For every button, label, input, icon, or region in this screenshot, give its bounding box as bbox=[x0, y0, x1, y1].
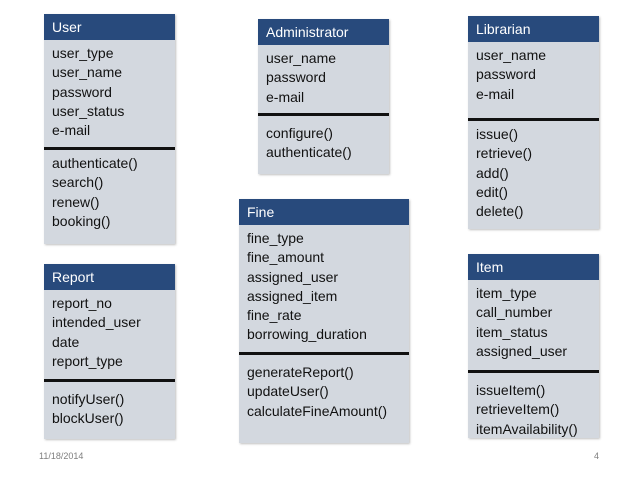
attribute: report_type bbox=[52, 352, 123, 369]
attribute: assigned_user bbox=[476, 342, 568, 359]
method: generateReport() bbox=[247, 364, 354, 380]
divider bbox=[258, 113, 389, 116]
attribute-list: fine_type fine_amount assigned_user assi… bbox=[239, 225, 409, 352]
method: renew() bbox=[52, 193, 100, 210]
class-title: User bbox=[44, 14, 175, 40]
attribute: assigned_item bbox=[247, 287, 338, 304]
attribute: borrowing_duration bbox=[247, 326, 367, 343]
method: itemAvailability() bbox=[476, 420, 578, 437]
method-list: generateReport() updateUser() calculateF… bbox=[239, 355, 409, 421]
method: notifyUser() bbox=[52, 391, 125, 407]
method: updateUser() bbox=[247, 383, 329, 400]
method-list: issueItem() retrieveItem() itemAvailabil… bbox=[468, 373, 599, 439]
method: retrieve() bbox=[476, 145, 533, 162]
class-administrator: Administrator user_name password e-mail … bbox=[258, 19, 389, 174]
attribute: user_status bbox=[52, 102, 125, 119]
class-report: Report report_no intended_user date repo… bbox=[44, 264, 175, 439]
method: edit() bbox=[476, 183, 508, 200]
attribute: fine_amount bbox=[247, 249, 325, 266]
attribute: fine_rate bbox=[247, 307, 302, 324]
attribute: call_number bbox=[476, 304, 553, 321]
attribute: report_no bbox=[52, 295, 112, 311]
method-list: authenticate() search() renew() booking(… bbox=[44, 150, 175, 231]
divider bbox=[468, 370, 599, 373]
divider bbox=[44, 147, 175, 150]
divider bbox=[468, 118, 599, 121]
method: delete() bbox=[476, 203, 524, 220]
attribute: item_status bbox=[476, 323, 548, 340]
class-fine: Fine fine_type fine_amount assigned_user… bbox=[239, 199, 409, 443]
class-title: Administrator bbox=[258, 19, 389, 45]
divider bbox=[44, 379, 175, 382]
attribute-list: user_name password e-mail bbox=[468, 42, 599, 118]
attribute: e-mail bbox=[266, 88, 305, 105]
method: booking() bbox=[52, 212, 111, 229]
attribute: intended_user bbox=[52, 314, 141, 331]
class-item: Item item_type call_number item_status a… bbox=[468, 254, 599, 438]
attribute: e-mail bbox=[52, 122, 91, 139]
attribute-list: report_no intended_user date report_type bbox=[44, 290, 175, 379]
attribute: password bbox=[266, 69, 326, 86]
attribute: password bbox=[52, 83, 112, 100]
method: retrieveItem() bbox=[476, 401, 560, 418]
class-user: User user_type user_name password user_s… bbox=[44, 14, 175, 244]
attribute: user_type bbox=[52, 45, 114, 61]
method: calculateFineAmount() bbox=[247, 402, 388, 419]
method-list: issue() retrieve() add() edit() delete() bbox=[468, 121, 599, 221]
attribute: e-mail bbox=[476, 85, 515, 102]
method: authenticate() bbox=[266, 144, 352, 161]
class-title: Librarian bbox=[468, 16, 599, 42]
method: blockUser() bbox=[52, 410, 124, 427]
method-list: notifyUser() blockUser() bbox=[44, 382, 175, 429]
method: add() bbox=[476, 164, 509, 181]
attribute: date bbox=[52, 333, 80, 350]
method: issue() bbox=[476, 126, 519, 142]
page-number: 4 bbox=[594, 451, 600, 461]
attribute-list: user_name password e-mail bbox=[258, 45, 389, 113]
attribute: password bbox=[476, 66, 536, 83]
attribute-list: user_type user_name password user_status… bbox=[44, 40, 175, 147]
class-title: Fine bbox=[239, 199, 409, 225]
method: configure() bbox=[266, 125, 333, 141]
attribute: user_name bbox=[266, 50, 337, 66]
method: issueItem() bbox=[476, 382, 546, 398]
attribute: fine_type bbox=[247, 230, 304, 246]
attribute: user_name bbox=[52, 64, 123, 81]
method: authenticate() bbox=[52, 155, 138, 171]
attribute: user_name bbox=[476, 47, 547, 63]
method-list: configure() authenticate() bbox=[258, 116, 389, 163]
attribute: item_type bbox=[476, 285, 537, 301]
method: search() bbox=[52, 174, 104, 191]
attribute-list: item_type call_number item_status assign… bbox=[468, 280, 599, 370]
attribute: assigned_user bbox=[247, 268, 339, 285]
class-title: Report bbox=[44, 264, 175, 290]
class-title: Item bbox=[468, 254, 599, 280]
footer-date: 11/18/2014 bbox=[39, 451, 84, 461]
divider bbox=[239, 352, 409, 355]
class-librarian: Librarian user_name password e-mail issu… bbox=[468, 16, 599, 229]
